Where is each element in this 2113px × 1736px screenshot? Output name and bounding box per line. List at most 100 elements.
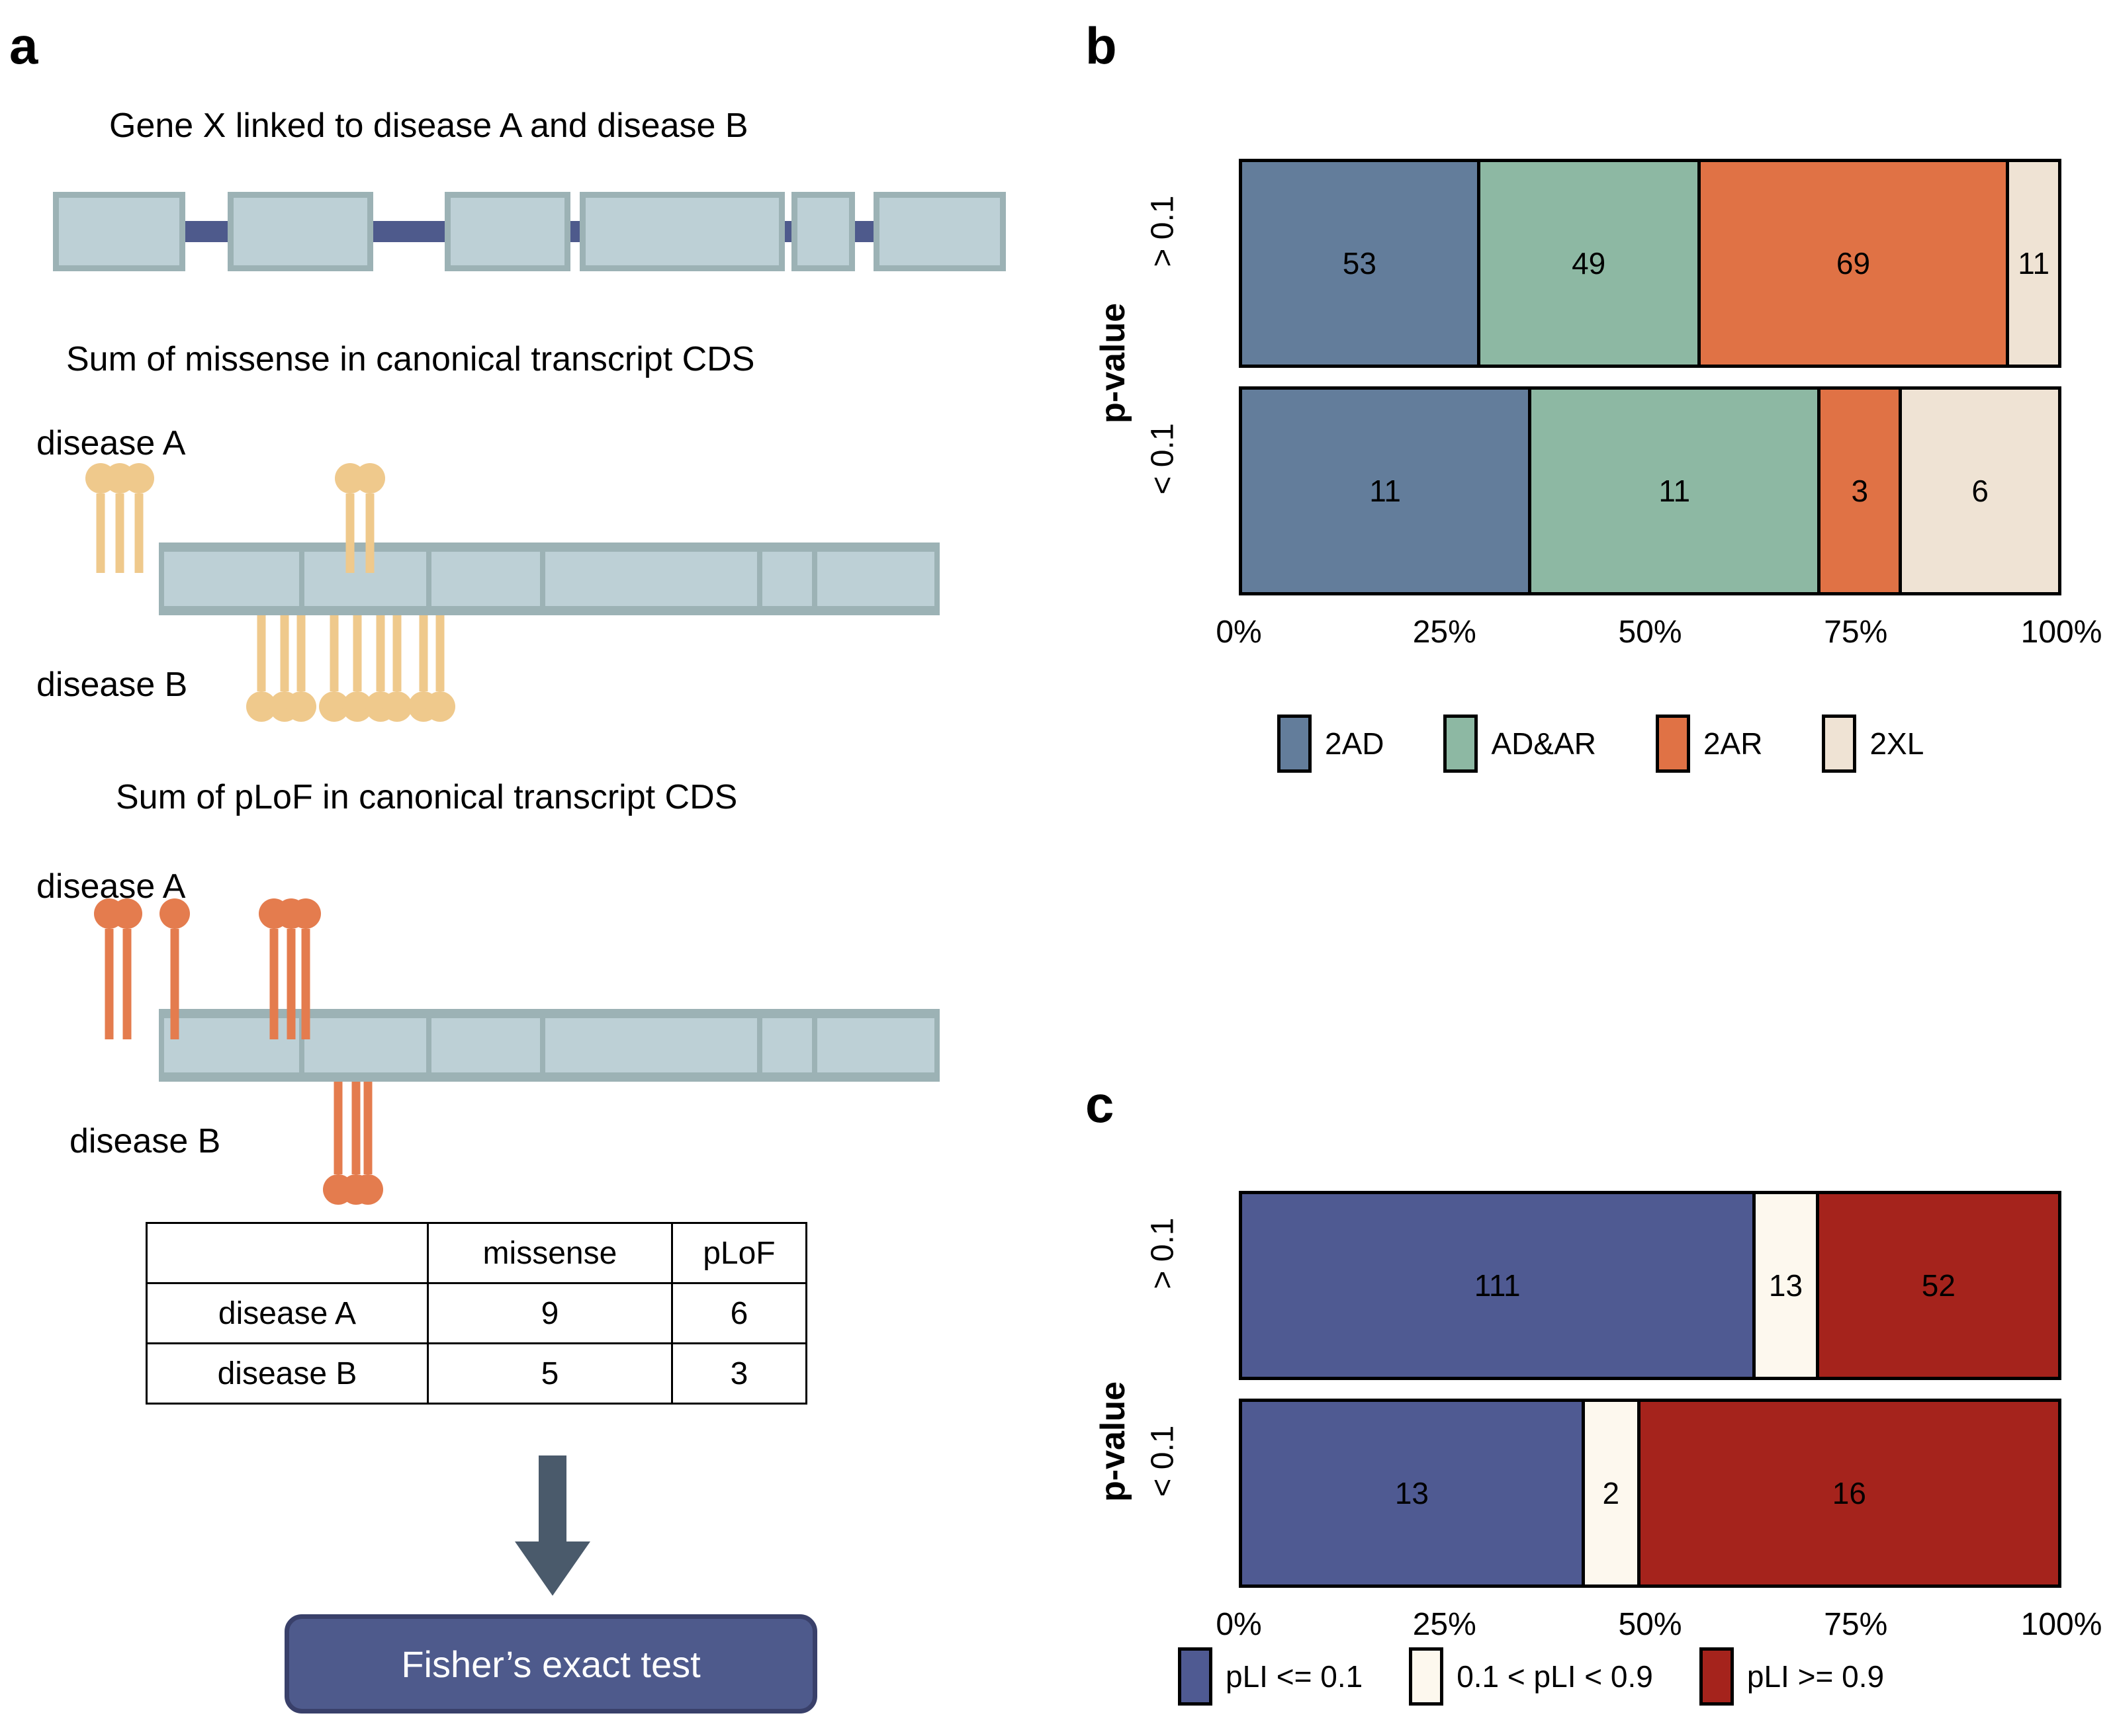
missense-disease-a-lollipop [124,463,154,573]
table-corner-cell [146,1222,429,1284]
panel-c-y-axis-title: p-value [1094,1381,1132,1502]
legend-item: AD&AR [1443,715,1596,773]
panel-b-letter: b [1085,17,1117,75]
cds-exon-cell [817,1018,934,1072]
panel-b-y-axis-title: p-value [1094,302,1132,423]
x-axis-tick-label: 75% [1824,615,1888,650]
lollipop-stem [365,494,375,573]
exon-box [791,192,855,271]
lollipop-stem [170,929,179,1039]
lollipop-head [112,898,142,929]
contingency-table: missense pLoF disease A 9 6 disease B 5 … [146,1222,808,1405]
lollipop-stem [392,615,402,691]
legend-swatch [1699,1647,1734,1706]
plof-disease-b-label: disease B [69,1122,221,1160]
legend-label: 2XL [1869,726,1924,761]
intron-segment [373,221,445,242]
lollipop-stem [122,929,132,1039]
lollipop-stem [330,615,339,691]
bar-segment: 11 [2006,162,2058,365]
missense-disease-b-lollipop [382,615,412,722]
lollipop-stem [134,494,144,573]
table-header-plof: pLoF [670,1222,808,1284]
table-row-label-disease-b: disease B [146,1342,429,1405]
lollipop-stem [353,615,362,691]
exon-box [228,192,373,271]
missense-disease-a-label: disease A [36,424,186,462]
table-row: disease A 9 6 [146,1282,808,1344]
plof-section-title: Sum of pLoF in canonical transcript CDS [116,778,738,816]
bar-segment: 11 [1528,390,1818,592]
lollipop-stem [351,1082,361,1174]
bar-segment: 3 [1817,390,1899,592]
cds-exon-cell [304,552,427,606]
lollipop-stem [419,615,428,691]
missense-disease-b-lollipop [425,615,455,722]
table-row-label-disease-a: disease A [146,1282,429,1344]
bar-segment: 111 [1242,1194,1753,1377]
legend-swatch [1277,715,1312,773]
fisher-exact-test-label: Fisher’s exact test [401,1643,701,1685]
legend-label: AD&AR [1491,726,1596,761]
cds-exon-cell [431,552,540,606]
x-axis-tick-label: 100% [2020,615,2102,650]
x-axis-tick-label: 0% [1216,615,1262,650]
cds-exon-cell [545,552,757,606]
gene-schematic [0,192,1032,284]
legend-item: pLI >= 0.9 [1699,1647,1884,1706]
cds-exon-cell [762,1018,812,1072]
table-cell-a-plof: 6 [670,1282,808,1344]
legend-swatch [1409,1647,1444,1706]
x-axis-tick-label: 100% [2020,1607,2102,1642]
lollipop-head [355,463,385,494]
table-row: disease B 5 3 [146,1342,808,1405]
panel-c-letter: c [1085,1075,1114,1133]
bar-segment: 11 [1242,390,1529,592]
bar-segment: 49 [1476,162,1697,365]
cds-exon-cell [545,1018,757,1072]
lollipop-head [382,691,412,722]
bar-segment: 13 [1752,1194,1816,1377]
x-axis-tick-label: 0% [1216,1607,1262,1642]
exon-inner [586,198,779,265]
exon-box [445,192,570,271]
bar-segment: 13 [1242,1402,1582,1584]
fisher-exact-test-box: Fisher’s exact test [285,1614,817,1714]
cds-exon-cell [164,552,300,606]
lollipop-stem [115,494,124,573]
down-arrow-icon [515,1455,590,1596]
lollipop-head [286,691,316,722]
lollipop-stem [376,615,385,691]
missense-disease-b-label: disease B [36,666,188,704]
lollipop-stem [96,494,105,573]
panel-b-legend: 2AD AD&AR 2AR 2XL [1277,715,1983,773]
y-axis-tick-label: > 0.1 [1145,195,1181,267]
lollipop-stem [301,929,310,1039]
plof-disease-b-lollipop [353,1082,383,1205]
exon-inner [234,198,367,265]
legend-swatch [1655,715,1690,773]
y-axis-tick-label: < 0.1 [1145,1425,1181,1497]
bar-segment: 53 [1242,162,1477,365]
bar-segment: 6 [1899,390,2058,592]
table-cell-a-missense: 9 [427,1282,673,1344]
table-header-missense: missense [427,1222,673,1284]
exon-inner [451,198,564,265]
legend-swatch [1178,1647,1212,1706]
table-cell-b-plof: 3 [670,1342,808,1405]
missense-cds-bar [159,542,940,615]
lollipop-stem [363,1082,373,1174]
legend-label: 2AR [1703,726,1763,761]
lollipop-stem [296,615,306,691]
exon-inner [879,198,1000,265]
cds-exon-cell [431,1018,540,1072]
lollipop-stem [257,615,266,691]
legend-label: 2AD [1325,726,1384,761]
bar-segment: 69 [1697,162,2006,365]
legend-item: pLI <= 0.1 [1178,1647,1363,1706]
